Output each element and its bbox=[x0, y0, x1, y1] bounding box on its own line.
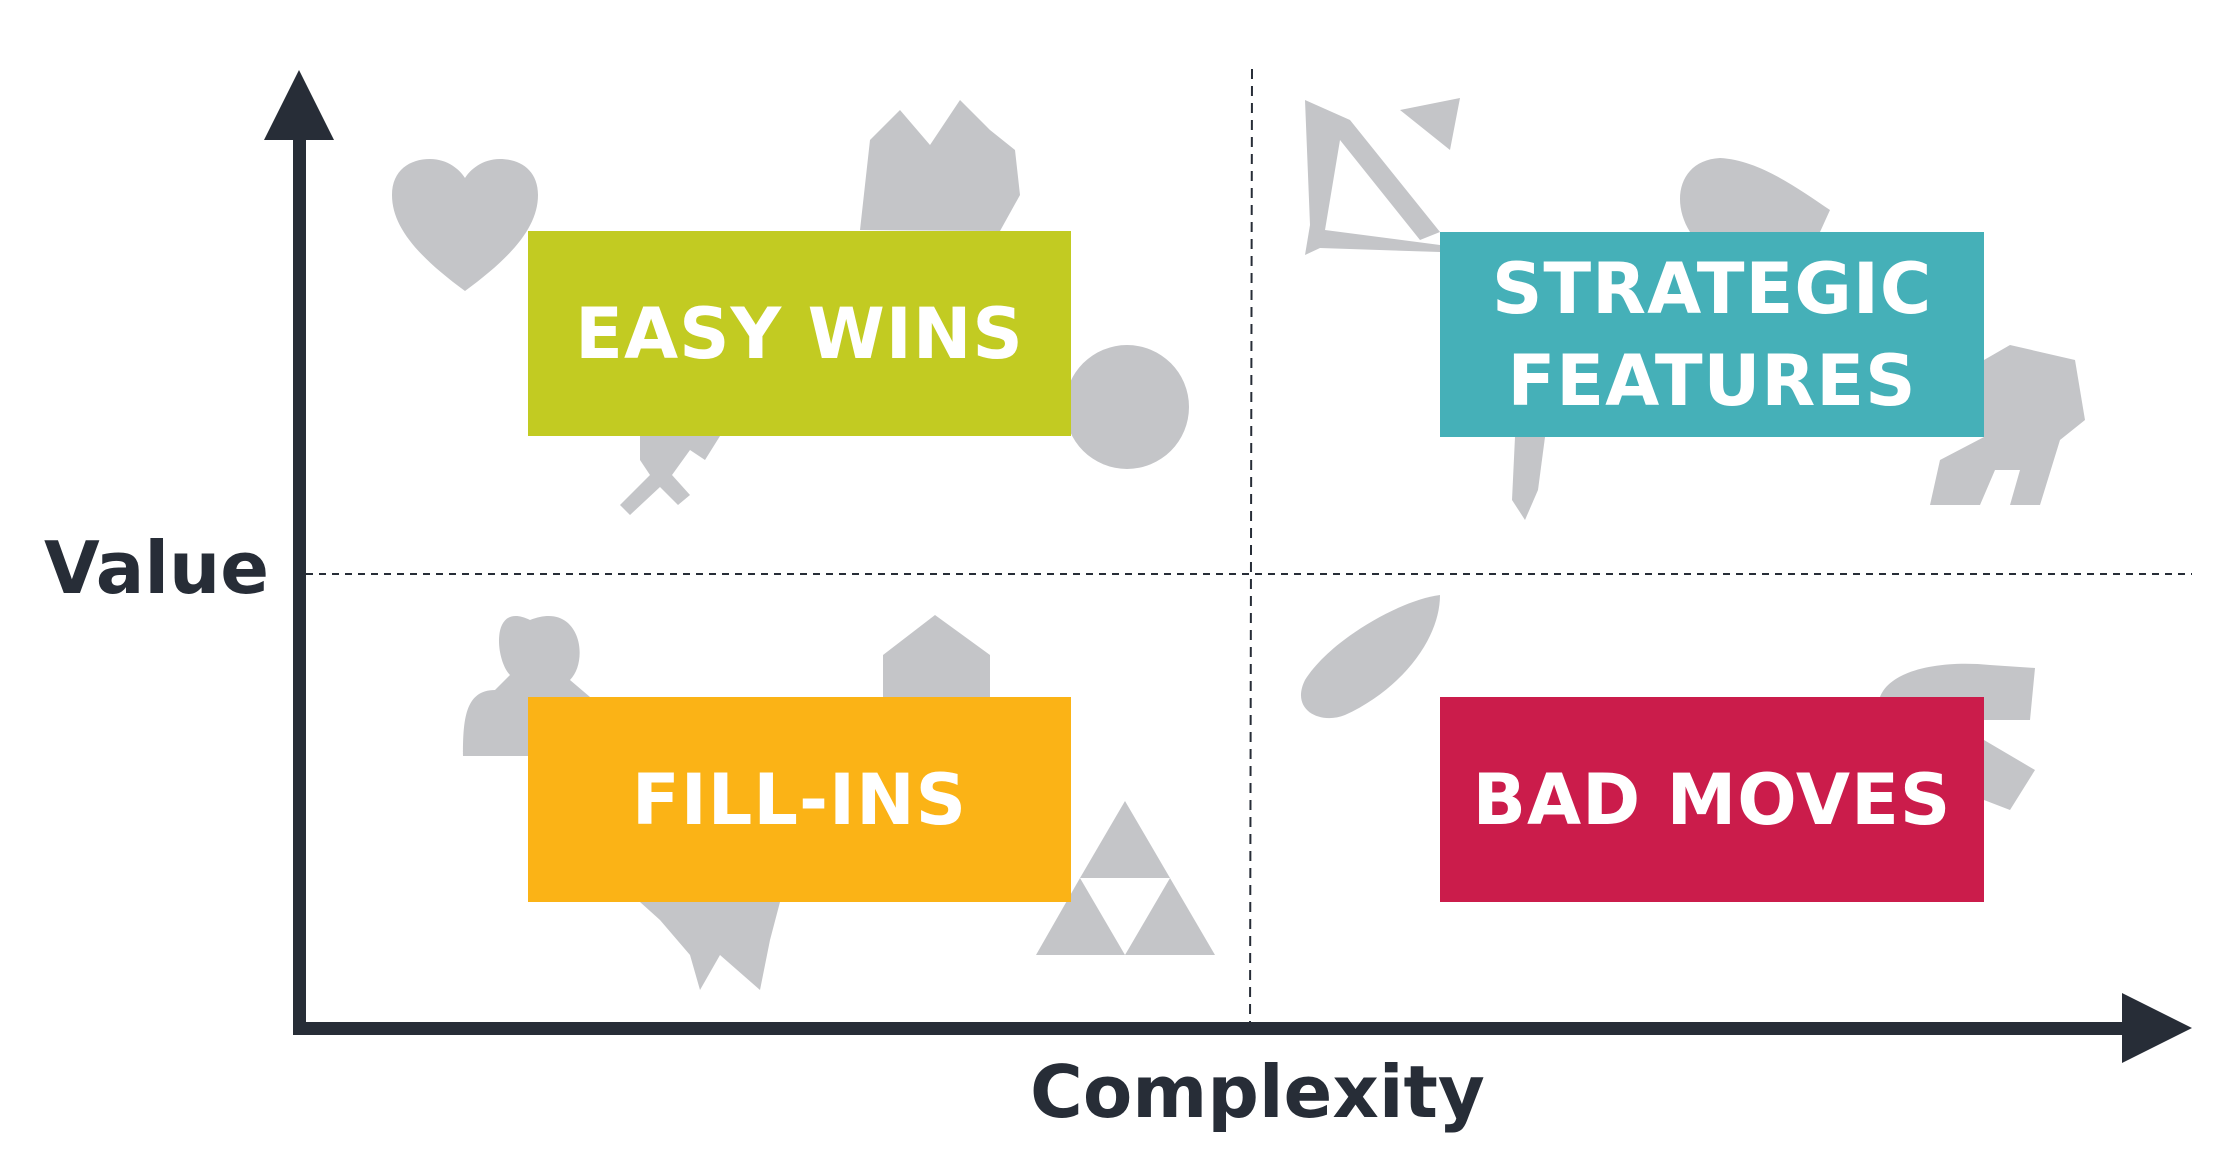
quadrant-bad-moves: BAD MOVES bbox=[1440, 697, 1984, 902]
quadrant-easy-wins: EASY WINS bbox=[528, 231, 1071, 436]
y-axis bbox=[264, 70, 334, 1035]
crystal-icon bbox=[883, 615, 990, 697]
bomb-icon bbox=[1065, 345, 1189, 469]
vertical-divider bbox=[1249, 68, 1253, 1037]
knight-icon bbox=[463, 615, 590, 756]
quadrant-label: STRATEGIC FEATURES bbox=[1492, 247, 1933, 422]
ocarina-icon bbox=[1300, 595, 1440, 719]
warrior-icon bbox=[1680, 158, 1830, 232]
quadrant-label: EASY WINS bbox=[575, 292, 1024, 375]
quadrant-fill-ins: FILL-INS bbox=[528, 697, 1071, 902]
bow-icon bbox=[1305, 98, 1460, 255]
x-axis-label: Complexity bbox=[1030, 1050, 1485, 1134]
bird-icon bbox=[640, 902, 780, 990]
creature-icon bbox=[860, 100, 1020, 231]
beast-icon bbox=[1930, 345, 2085, 505]
y-axis-label: Value bbox=[44, 526, 270, 610]
sword-icon bbox=[1512, 437, 1545, 520]
quadrant-label: BAD MOVES bbox=[1472, 758, 1952, 841]
heart-icon bbox=[392, 159, 538, 291]
quadrant-label: FILL-INS bbox=[631, 758, 968, 841]
x-axis bbox=[293, 993, 2192, 1063]
quadrant-strategic-features: STRATEGIC FEATURES bbox=[1440, 232, 1984, 437]
key-icon bbox=[620, 436, 720, 515]
triforce-icon bbox=[1036, 801, 1215, 955]
